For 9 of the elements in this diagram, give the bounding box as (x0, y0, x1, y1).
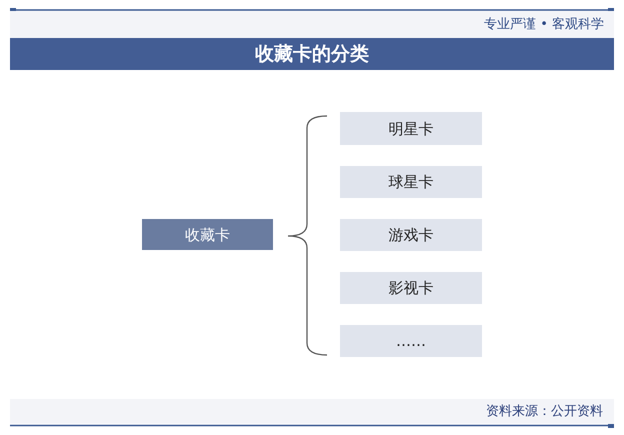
category-box: 收藏卡 (142, 219, 273, 250)
slogan: 专业严谨 • 客观科学 (484, 16, 604, 32)
category-box: 球星卡 (340, 166, 482, 198)
category-box: 明星卡 (340, 112, 482, 145)
category-box: …… (340, 325, 482, 357)
category-box: 影视卡 (340, 272, 482, 304)
source-note: 资料来源：公开资料 (486, 404, 603, 420)
category-box: 游戏卡 (340, 219, 482, 251)
title-banner: 收藏卡的分类 (10, 38, 614, 70)
